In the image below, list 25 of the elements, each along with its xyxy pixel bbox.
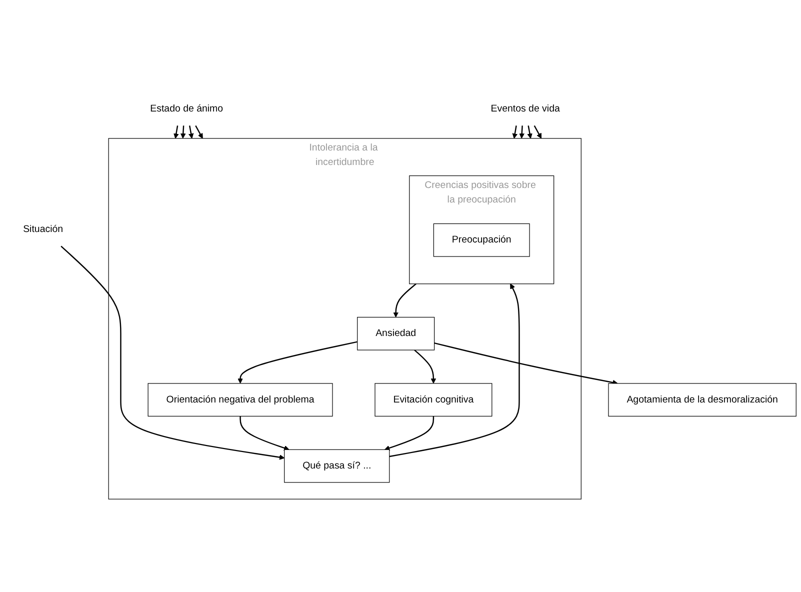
arrow <box>519 126 525 139</box>
node-text: Estado de ánimo <box>150 104 224 114</box>
node-box: Agotamienta de la desmoralización <box>608 383 796 417</box>
arrow <box>180 126 186 139</box>
node-box: Qué pasa sí? ... <box>284 449 390 483</box>
node-text: Situación <box>23 224 64 235</box>
arrow <box>384 416 434 451</box>
node-box: Ansiedad <box>357 316 435 350</box>
arrow <box>174 126 179 139</box>
arrow <box>534 125 542 139</box>
node-box: Preocupación <box>433 223 530 257</box>
arrow <box>389 284 520 458</box>
arrow <box>527 126 532 139</box>
arrow <box>434 342 618 386</box>
node-box: Orientación negativa del problema <box>148 383 333 417</box>
node-text: Eventos de vida <box>490 104 560 114</box>
arrow <box>188 126 194 139</box>
arrow <box>414 350 436 384</box>
arrow <box>393 283 416 318</box>
arrow <box>195 125 203 139</box>
arrow <box>512 126 518 139</box>
node-box: Evitación cognitiva <box>374 383 492 417</box>
arrow <box>60 246 285 460</box>
arrow <box>240 416 290 451</box>
arrow <box>238 341 358 384</box>
